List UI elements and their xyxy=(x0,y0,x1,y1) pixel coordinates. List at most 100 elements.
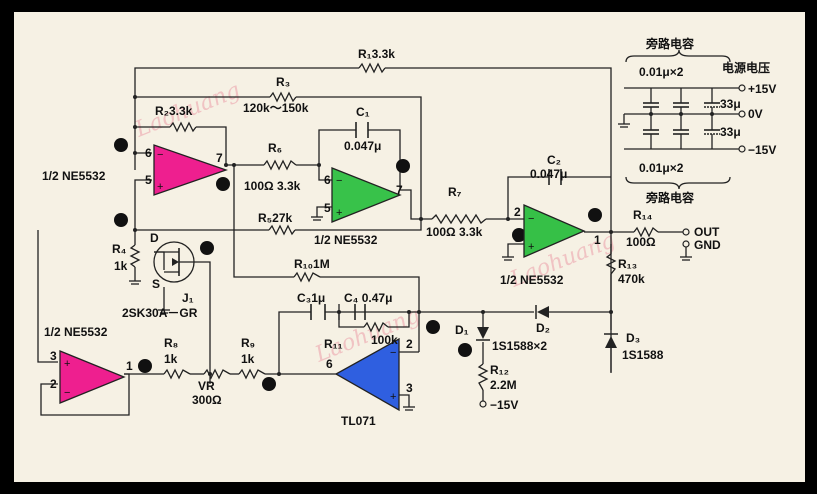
pin-u3-2: 2 xyxy=(514,205,521,219)
resistor-r13 xyxy=(605,253,617,275)
label-v-neg: −15V xyxy=(748,143,776,157)
pin-u2-6: 6 xyxy=(324,173,331,187)
jfet-j1 xyxy=(153,241,195,283)
label-vr-value: 300Ω xyxy=(192,393,222,407)
label-r10: R₁₀1M xyxy=(294,257,330,271)
label-r8: R₈ xyxy=(164,336,178,350)
label-r1: R₁3.3k xyxy=(358,47,395,61)
pin-u1-6: 6 xyxy=(145,146,152,160)
label-u5: TL071 xyxy=(341,414,376,428)
circuit-diagram: Laohuang Laohuang Laohuang xyxy=(37,36,776,428)
test-points xyxy=(114,138,602,391)
pin-u2-5: 5 xyxy=(324,201,331,215)
opamp-u5 xyxy=(334,337,400,412)
label-d1-value: 1S1588×2 xyxy=(492,339,547,353)
svg-text:−: − xyxy=(64,387,70,399)
resistor-r10 xyxy=(293,271,321,283)
label-r5: R₅27k xyxy=(258,211,293,225)
opamp-u1 xyxy=(153,144,228,196)
ground-symbols xyxy=(129,123,692,411)
label-d3-value: 1S1588 xyxy=(622,348,664,362)
label-c1-value: 0.047μ xyxy=(344,139,381,153)
terminals xyxy=(479,84,746,408)
pin-u4-2: 2 xyxy=(50,377,57,391)
label-r4: R₄ xyxy=(112,242,127,256)
label-d3: D₃ xyxy=(626,331,640,345)
label-r12-value: 2.2M xyxy=(490,378,517,392)
label-r6-value: 100Ω 3.3k xyxy=(244,179,301,193)
resistor-r4 xyxy=(129,244,141,268)
label-r3: R₃ xyxy=(276,75,290,89)
resistor-r2 xyxy=(169,121,197,133)
pin-u1-5: 5 xyxy=(145,173,152,187)
label-c2: C₂ xyxy=(547,153,561,167)
pin-u2-7: 7 xyxy=(396,183,403,197)
label-elec1: 33μ xyxy=(720,97,741,111)
label-elec2: 33μ xyxy=(720,125,741,139)
svg-text:+: + xyxy=(64,358,70,370)
label-r7: R₇ xyxy=(448,185,462,199)
label-r11-value: 100k xyxy=(371,333,398,347)
diode-d2 xyxy=(537,306,549,318)
resistor-r6 xyxy=(263,159,297,171)
label-r13: R₁₃ xyxy=(618,257,637,271)
label-r4-value: 1k xyxy=(114,259,128,273)
label-v-pos: +15V xyxy=(748,82,776,96)
potentiometer-vr xyxy=(203,368,231,380)
label-jfet-part: 2SK30A－GR xyxy=(122,306,198,320)
resistor-r12 xyxy=(477,363,489,391)
svg-text:−: − xyxy=(528,213,534,225)
pin-u4-1: 1 xyxy=(126,359,133,373)
opamp-signs: −+ −+ −+ +− −+ xyxy=(64,149,534,403)
label-r6: R₆ xyxy=(268,141,282,155)
label-u1: 1/2 NE5532 xyxy=(42,169,106,183)
label-r12: R₁₂ xyxy=(490,363,509,377)
label-u3: 1/2 NE5532 xyxy=(500,273,564,287)
diodes xyxy=(476,305,618,348)
resistor-r5 xyxy=(268,224,296,236)
resistor-r1 xyxy=(358,62,386,74)
label-u2: 1/2 NE5532 xyxy=(314,233,378,247)
label-bypass-cap-bottom: 0.01μ×2 xyxy=(639,161,684,175)
svg-text:−: − xyxy=(157,149,163,161)
pin-u5-2: 2 xyxy=(406,337,413,351)
schematic-board: Laohuang Laohuang Laohuang xyxy=(14,12,805,482)
resistor-r7 xyxy=(431,213,487,225)
label-bypass-top: 旁路电容 xyxy=(645,36,694,51)
opamp-u4 xyxy=(59,350,126,404)
label-r11: R₁₁ xyxy=(324,337,343,351)
label-r2: R₂3.3k xyxy=(155,104,193,118)
resistor-r11 xyxy=(363,321,389,333)
brace-bottom xyxy=(625,176,731,190)
capacitors xyxy=(310,102,720,320)
pin-u3-3: 3 xyxy=(514,231,521,245)
opamp-u3 xyxy=(523,204,586,258)
resistors xyxy=(129,62,659,391)
opamp-u2 xyxy=(331,167,402,223)
pin-u3-1: 1 xyxy=(594,233,601,247)
resistor-r3 xyxy=(269,91,297,103)
label-out: OUT xyxy=(694,225,720,239)
label-r8-value: 1k xyxy=(164,352,178,366)
label-d1: D₁ xyxy=(455,323,469,337)
label-vr: VR xyxy=(198,379,215,393)
resistor-r8 xyxy=(163,368,191,380)
pin-u4-3: 3 xyxy=(50,349,57,363)
label-r7-value: 100Ω 3.3k xyxy=(426,225,483,239)
diode-d1 xyxy=(477,327,489,339)
svg-text:−: − xyxy=(390,347,396,359)
pin-u5-3: 3 xyxy=(406,381,413,395)
svg-text:+: + xyxy=(336,207,342,219)
label-r14-value: 100Ω xyxy=(626,235,656,249)
resistor-r14 xyxy=(633,226,659,238)
label-r13-value: 470k xyxy=(618,272,645,286)
svg-text:+: + xyxy=(157,181,163,193)
label-r14: R₁₄ xyxy=(633,208,653,222)
label-r9-value: 1k xyxy=(241,352,255,366)
label-jfet-d: D xyxy=(150,231,159,245)
label-supply-title: 电源电压 xyxy=(722,60,770,75)
label-bypass-bottom: 旁路电容 xyxy=(645,190,694,205)
label-bypass-cap-top: 0.01μ×2 xyxy=(639,65,684,79)
svg-text:+: + xyxy=(390,391,396,403)
label-j1: J₁ xyxy=(182,291,194,305)
